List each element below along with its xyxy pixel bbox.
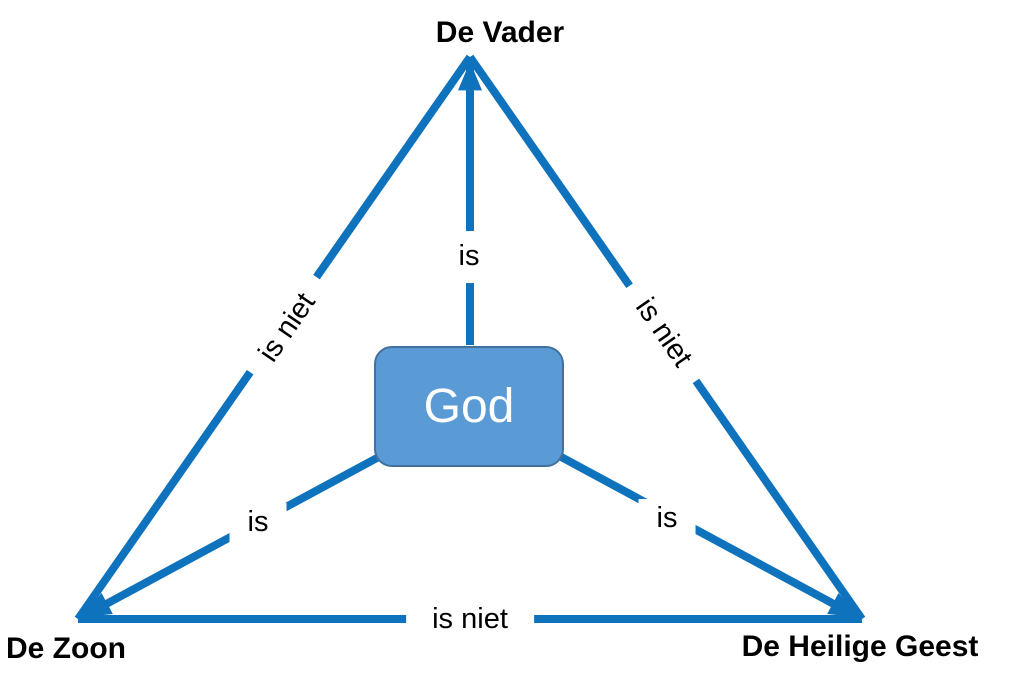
arrow-god-holy-spirit-line — [550, 448, 859, 620]
edge-label-god-son: is — [229, 503, 287, 543]
node-son-label: De Zoon — [6, 632, 126, 665]
node-father-label: De Vader — [435, 16, 565, 49]
node-holy-spirit-label: De Heilige Geest — [741, 630, 979, 663]
edge-label-god-father: is — [444, 231, 494, 283]
edge-label-son-holy-spirit: is niet — [406, 600, 534, 640]
node-god-box: God — [374, 346, 564, 467]
node-god-label: God — [423, 379, 515, 433]
edge-label-god-holy-spirit: is — [638, 499, 696, 539]
